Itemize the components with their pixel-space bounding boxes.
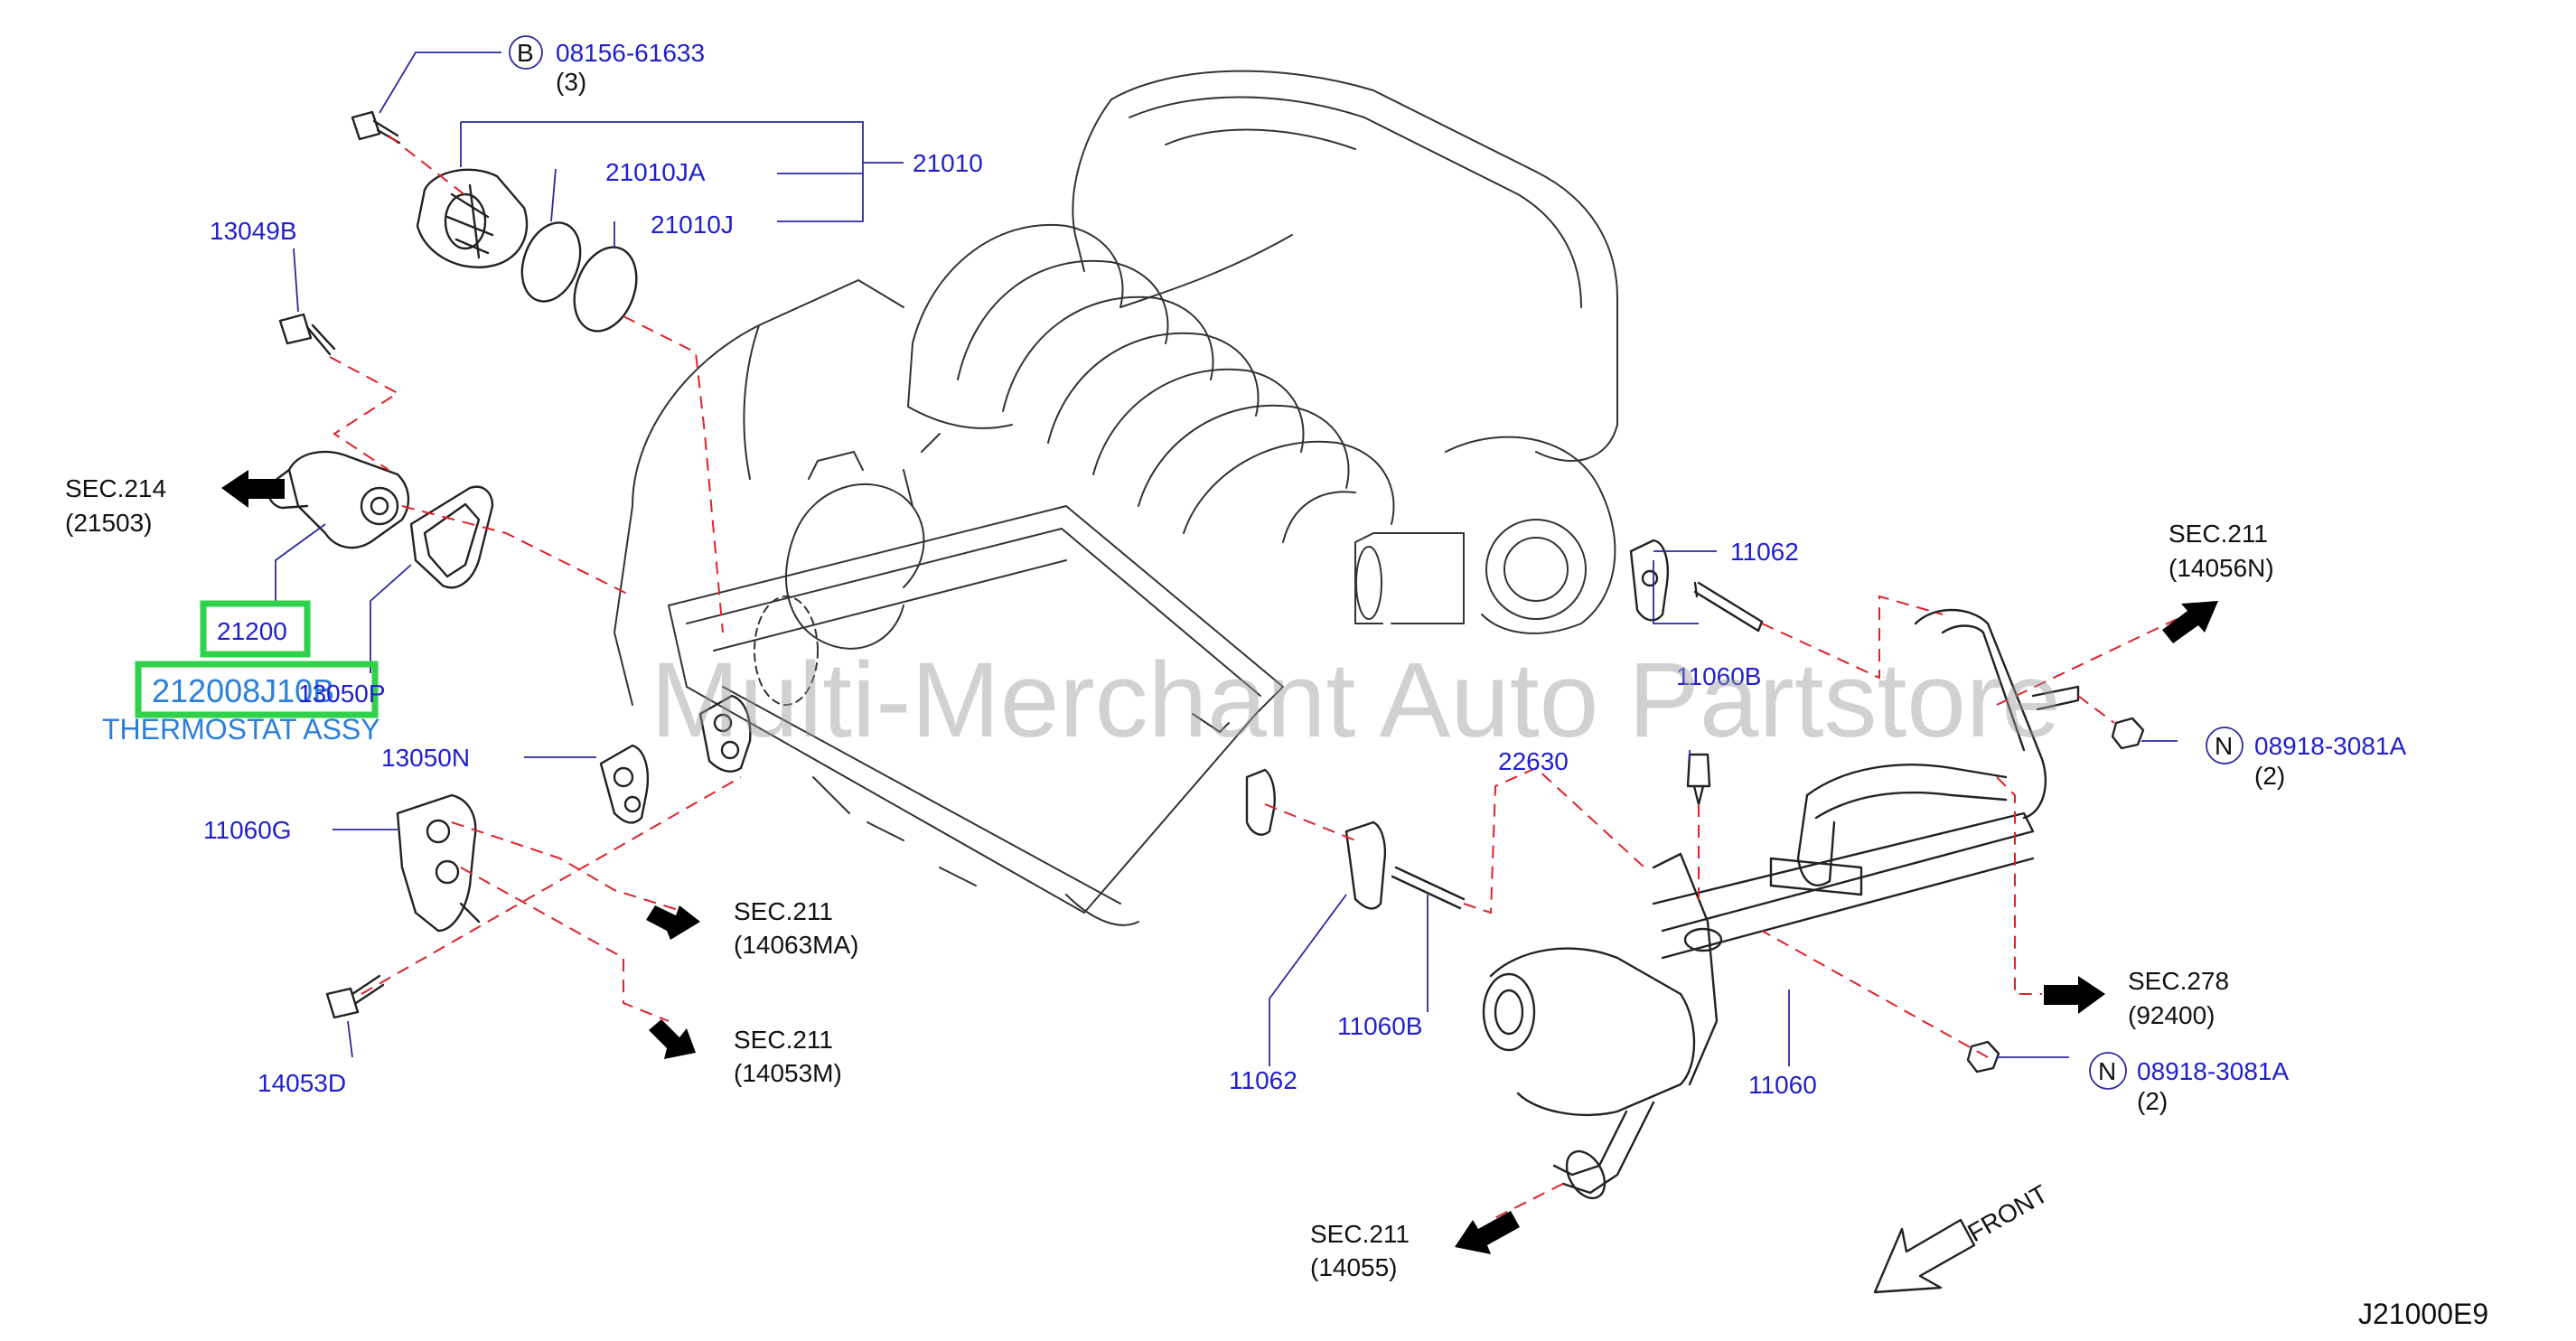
sec278-ref: (92400) bbox=[2128, 1001, 2215, 1029]
sec211-14056N-title[interactable]: SEC.211 bbox=[2169, 520, 2268, 548]
qty-08156: (3) bbox=[556, 68, 586, 96]
front-indicator: FRONT bbox=[1873, 1179, 2053, 1294]
part-11060[interactable]: 11060 bbox=[1748, 1071, 1817, 1099]
part-21200[interactable]: 21200 bbox=[217, 617, 287, 645]
highlight-21200 bbox=[200, 600, 311, 658]
water-pipe-11060 bbox=[1652, 608, 2080, 960]
arrow-sec278 bbox=[2044, 976, 2105, 1014]
section-arrows bbox=[221, 470, 2218, 1254]
part-08918-3081A-upper[interactable]: 08918-3081A bbox=[2254, 732, 2406, 760]
part-21010[interactable]: 21010 bbox=[913, 149, 983, 177]
sec211-14055-title[interactable]: SEC.211 bbox=[1310, 1220, 1410, 1248]
part-08918-3081A-lower[interactable]: 08918-3081A bbox=[2137, 1057, 2289, 1085]
bolt-14053D bbox=[325, 974, 385, 1019]
part-14053D[interactable]: 14053D bbox=[258, 1069, 346, 1097]
water-outlet-21010 bbox=[416, 168, 529, 268]
part-21010JA[interactable]: 21010JA bbox=[605, 158, 706, 186]
prefix-N-upper: N bbox=[2215, 732, 2233, 760]
sec278-title[interactable]: SEC.278 bbox=[2128, 967, 2229, 995]
sec211-14056N-ref: (14056N) bbox=[2169, 554, 2274, 582]
prefix-badge-N-upper bbox=[2206, 727, 2243, 764]
gasket-13050P bbox=[409, 485, 494, 589]
qty-08918-upper: (2) bbox=[2254, 762, 2285, 790]
sec211-14053M-title[interactable]: SEC.211 bbox=[734, 1026, 833, 1054]
arrow-sec211-14056N bbox=[2162, 601, 2218, 643]
arrow-sec211-14063MA bbox=[646, 905, 700, 940]
arrow-sec211-14053M bbox=[649, 1019, 696, 1059]
bolt-13049B bbox=[278, 313, 336, 356]
engine-drawing bbox=[614, 70, 1618, 926]
assembly-lines bbox=[329, 135, 2187, 1221]
part-11062-lower[interactable]: 11062 bbox=[1229, 1066, 1297, 1094]
prefix-badge-N-lower bbox=[2089, 1052, 2127, 1090]
part-212008J10B[interactable]: 212008J10B bbox=[152, 672, 334, 709]
arrow-sec214 bbox=[221, 470, 285, 508]
sec211-14063MA-title[interactable]: SEC.211 bbox=[734, 897, 833, 925]
part-13050P[interactable]: 13050P bbox=[298, 680, 386, 708]
gasket-11062-upper bbox=[1629, 539, 1669, 622]
stud-11060B-upper bbox=[1693, 581, 1764, 633]
part-13050N[interactable]: 13050N bbox=[381, 744, 470, 772]
part-08156-61633[interactable]: 08156-61633 bbox=[556, 39, 705, 67]
thermostat-housing-21200 bbox=[267, 450, 410, 549]
part-11062-upper[interactable]: 11062 bbox=[1730, 538, 1799, 566]
part-labels: B 08156-61633 (3) 21010 21010JA 21010J 1… bbox=[65, 35, 2488, 1330]
sec214-title[interactable]: SEC.214 bbox=[65, 474, 166, 502]
qty-08918-lower: (2) bbox=[2137, 1087, 2168, 1115]
sec214-ref: (21503) bbox=[65, 509, 153, 537]
part-11060G[interactable]: 11060G bbox=[203, 816, 292, 844]
prefix-N-lower: N bbox=[2098, 1057, 2116, 1085]
gasket-11062-lower bbox=[1245, 768, 1386, 910]
highlight-212008J10B bbox=[135, 661, 379, 718]
part-21010J[interactable]: 21010J bbox=[651, 211, 734, 239]
watermark: Multi-Merchant Auto Partstore bbox=[651, 641, 2061, 760]
diagram-code: J21000E9 bbox=[2358, 1298, 2488, 1330]
gasket-13050N bbox=[599, 744, 650, 824]
sec211-14055-ref: (14055) bbox=[1310, 1253, 1398, 1281]
prefix-B: B bbox=[517, 39, 534, 67]
part-11060B-lower[interactable]: 11060B bbox=[1337, 1012, 1422, 1040]
bracket-11060G bbox=[396, 793, 481, 933]
leader-lines bbox=[275, 52, 2178, 1066]
nut-08918-lower bbox=[1966, 1040, 2000, 1074]
o-ring-21010J bbox=[573, 246, 638, 333]
parts-drawing bbox=[267, 110, 2145, 1200]
o-ring-21010JA bbox=[520, 221, 582, 303]
stud-11060B-lower bbox=[1391, 866, 1466, 910]
prefix-badge-B bbox=[509, 35, 543, 70]
thermostat-assy-label: THERMOSTAT ASSY bbox=[102, 713, 380, 746]
water-outlet-lower bbox=[1482, 852, 1723, 1200]
part-13049B[interactable]: 13049B bbox=[210, 217, 297, 245]
part-22630[interactable]: 22630 bbox=[1498, 747, 1569, 775]
nut-08918-upper bbox=[2111, 717, 2145, 750]
gasket-head bbox=[698, 694, 752, 773]
part-11060B-upper[interactable]: 11060B bbox=[1676, 662, 1761, 690]
arrow-sec211-14055 bbox=[1455, 1211, 1520, 1254]
sensor-22630 bbox=[1686, 753, 1711, 806]
sec211-14063MA-ref: (14063MA) bbox=[734, 931, 859, 959]
sec211-14053M-ref: (14053M) bbox=[734, 1059, 842, 1087]
front-label: FRONT bbox=[1963, 1179, 2053, 1247]
